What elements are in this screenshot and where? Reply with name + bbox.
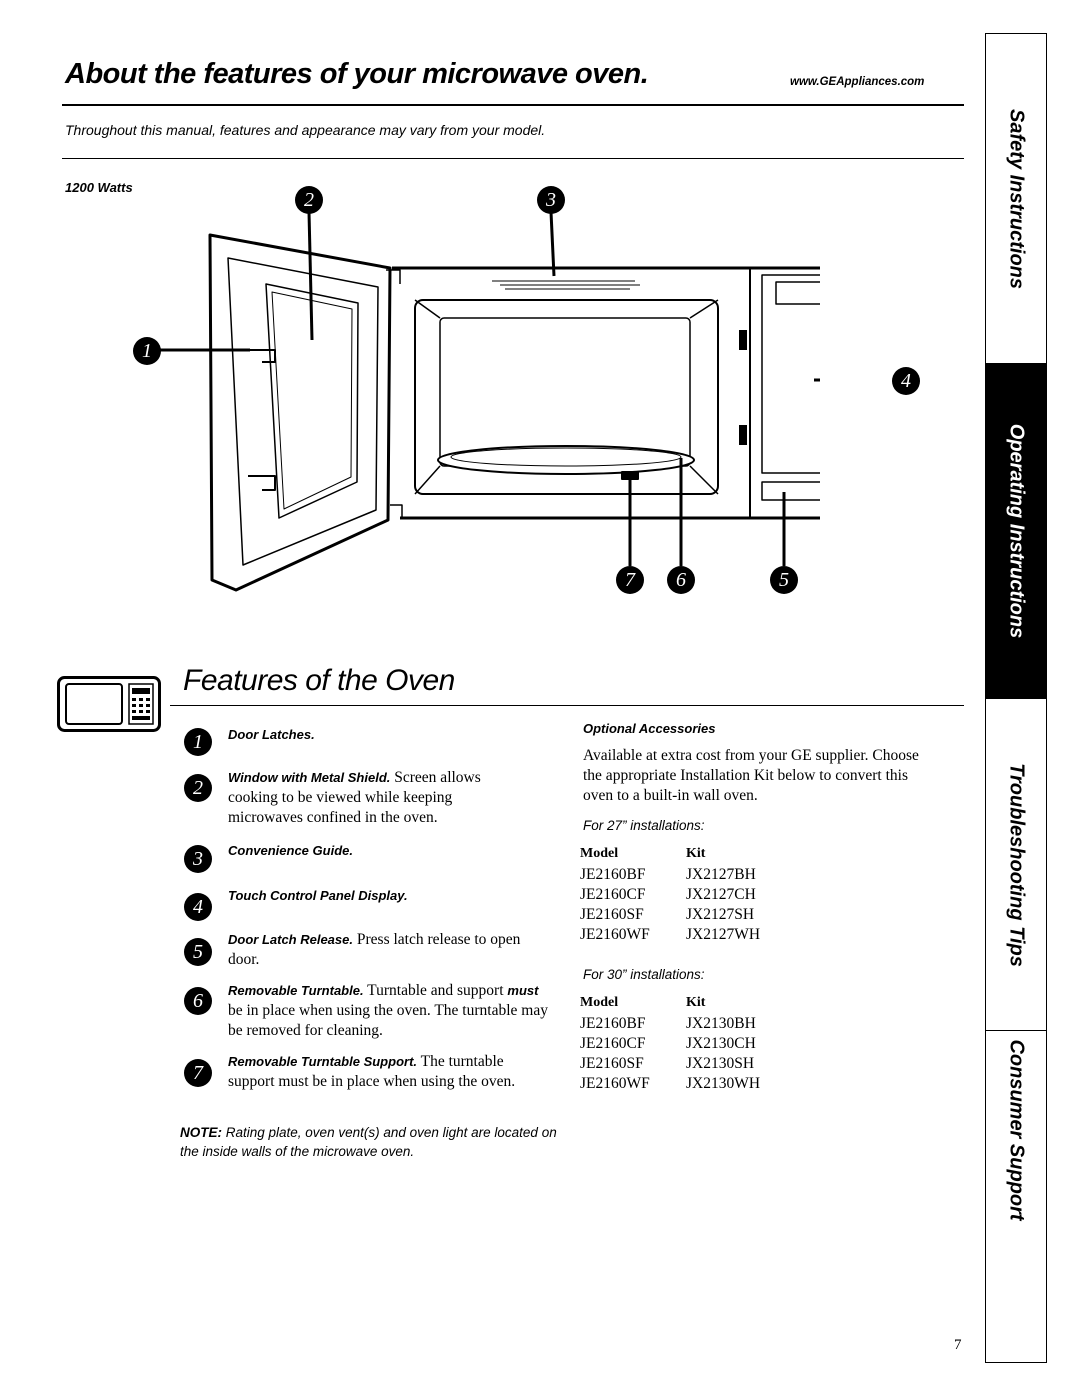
kit-cell: JX2130SH xyxy=(686,1055,755,1072)
callout-5: 5 xyxy=(770,566,798,594)
callout-1: 1 xyxy=(133,337,161,365)
column-kit: Kit xyxy=(686,846,706,861)
tab-label: Troubleshooting Tips xyxy=(1005,762,1028,967)
model-cell: JE2160WF xyxy=(580,1075,650,1092)
callout-3: 3 xyxy=(537,186,565,214)
kit-table-header: Model Kit xyxy=(580,992,760,1014)
subtitle-rule xyxy=(62,158,964,159)
feature-title-turntable-support: Removable Turntable Support. xyxy=(228,1054,418,1069)
table-row: JE2160SF JX2130SH xyxy=(580,1054,760,1074)
feature-title-touch-panel: Touch Control Panel Display. xyxy=(228,888,408,903)
tab-label: Safety Instructions xyxy=(1005,108,1028,289)
kit-cell: JX2130BH xyxy=(686,1015,756,1032)
feature-number-3: 3 xyxy=(184,845,212,873)
feature-title-door-latches: Door Latches. xyxy=(228,727,315,742)
column-model: Model xyxy=(580,995,619,1010)
kit-table-27: Model Kit JE2160BF JX2127BH JE2160CF JX2127… xyxy=(580,843,760,945)
section-tabs: Safety Instructions Operating Instructio… xyxy=(985,33,1047,1363)
callout-4: 4 xyxy=(892,367,920,395)
feature-desc-turntable-support: Removable Turntable Support. The turntab… xyxy=(228,1052,553,1092)
turntable xyxy=(437,445,695,475)
convenience-guide xyxy=(492,280,640,290)
kit-cell: JX2127BH xyxy=(686,866,756,883)
control-panel xyxy=(761,274,820,501)
microwave-icon xyxy=(57,676,161,732)
model-cell: JE2160WF xyxy=(580,926,650,943)
feature-number-2: 2 xyxy=(184,774,212,802)
kit-cell: JX2127CH xyxy=(686,886,756,903)
title-rule xyxy=(62,104,964,106)
features-rule xyxy=(170,705,964,706)
kit-cell: JX2127SH xyxy=(686,906,755,923)
kit-table-header: Model Kit xyxy=(580,843,760,865)
table-row: JE2160BF JX2130BH xyxy=(580,1014,760,1034)
feature-text-turntable-pre: Turntable and support xyxy=(363,982,508,999)
feature-title-latch-release: Door Latch Release. xyxy=(228,932,353,947)
oven-cabinet xyxy=(392,266,820,520)
feature-text-turntable-must: must xyxy=(507,983,539,998)
feature-number-6: 6 xyxy=(184,987,212,1015)
column-kit: Kit xyxy=(686,995,706,1010)
table-row: JE2160SF JX2127SH xyxy=(580,905,760,925)
table-row: JE2160WF JX2127WH xyxy=(580,925,760,945)
oven-cavity xyxy=(414,299,719,495)
page-number: 7 xyxy=(954,1337,962,1353)
feature-text-window: Screen allows cooking to be viewed while… xyxy=(228,769,481,826)
feature-title-convenience-guide: Convenience Guide. xyxy=(228,843,353,858)
table-row: JE2160CF JX2127CH xyxy=(580,885,760,905)
kit-cell: JX2130CH xyxy=(686,1035,756,1052)
tab-label: Operating Instructions xyxy=(1005,423,1028,639)
accessories-intro: Available at extra cost from your GE sup… xyxy=(583,747,919,804)
feature-number-7: 7 xyxy=(184,1059,212,1087)
feature-desc-turntable: Removable Turntable. Turntable and suppo… xyxy=(228,981,548,1041)
callout-leaders xyxy=(160,211,820,566)
features-title: Features of the Oven xyxy=(183,664,455,697)
feature-title-turntable: Removable Turntable. xyxy=(228,983,364,998)
model-cell: JE2160CF xyxy=(580,886,646,903)
callout-6: 6 xyxy=(667,566,695,594)
feature-number-4: 4 xyxy=(184,893,212,921)
feature-desc-window: Window with Metal Shield. Screen allows … xyxy=(228,768,528,828)
feature-number-1: 1 xyxy=(184,728,212,756)
tab-label: Consumer Support xyxy=(1005,1039,1028,1221)
callout-7: 7 xyxy=(616,566,644,594)
tab-consumer-support[interactable]: Consumer Support xyxy=(986,1031,1046,1361)
kit-table-30: Model Kit JE2160BF JX2130BH JE2160CF JX2130… xyxy=(580,992,760,1094)
website-link[interactable]: www.GEAppliances.com xyxy=(790,76,925,88)
tab-safety-instructions[interactable]: Safety Instructions xyxy=(986,34,1046,364)
door-latches xyxy=(248,349,276,491)
page-subtitle: Throughout this manual, features and app… xyxy=(65,122,546,138)
column-model: Model xyxy=(580,846,619,861)
kit-cell: JX2127WH xyxy=(686,926,761,943)
model-cell: JE2160CF xyxy=(580,1035,646,1052)
note: NOTE: Rating plate, oven vent(s) and ove… xyxy=(180,1123,560,1161)
feature-desc-latch-release: Door Latch Release. Press latch release … xyxy=(228,930,528,970)
note-text: Rating plate, oven vent(s) and oven ligh… xyxy=(180,1125,557,1159)
kit-group-27-heading: For 27” installations: xyxy=(583,818,705,833)
wattage-label: 1200 Watts xyxy=(65,180,133,195)
table-row: JE2160BF JX2127BH xyxy=(580,865,760,885)
feature-text-turntable: be in place when using the oven. The tur… xyxy=(228,1002,548,1039)
feature-text-latch-release: Press latch release to open door. xyxy=(228,931,521,968)
note-label: NOTE: xyxy=(180,1125,222,1140)
feature-number-5: 5 xyxy=(184,938,212,966)
kit-group-30-heading: For 30” installations: xyxy=(583,967,705,982)
page-title: About the features of your microwave ove… xyxy=(65,58,649,90)
model-cell: JE2160SF xyxy=(580,1055,644,1072)
kit-cell: JX2130WH xyxy=(686,1075,761,1092)
accessories-heading: Optional Accessories xyxy=(583,721,716,736)
model-cell: JE2160SF xyxy=(580,906,644,923)
table-row: JE2160WF JX2130WH xyxy=(580,1074,760,1094)
feature-title-window: Window with Metal Shield. xyxy=(228,770,391,785)
feature-text-turntable-support: The turntable support must be in place w… xyxy=(228,1053,516,1090)
tab-troubleshooting-tips[interactable]: Troubleshooting Tips xyxy=(986,699,1046,1031)
turntable-support xyxy=(621,471,639,480)
model-cell: JE2160BF xyxy=(580,1015,646,1032)
callout-2: 2 xyxy=(295,186,323,214)
table-row: JE2160CF JX2130CH xyxy=(580,1034,760,1054)
tab-operating-instructions[interactable]: Operating Instructions xyxy=(986,364,1046,699)
model-cell: JE2160BF xyxy=(580,866,646,883)
oven-door xyxy=(208,233,392,592)
microwave-diagram xyxy=(160,211,820,592)
